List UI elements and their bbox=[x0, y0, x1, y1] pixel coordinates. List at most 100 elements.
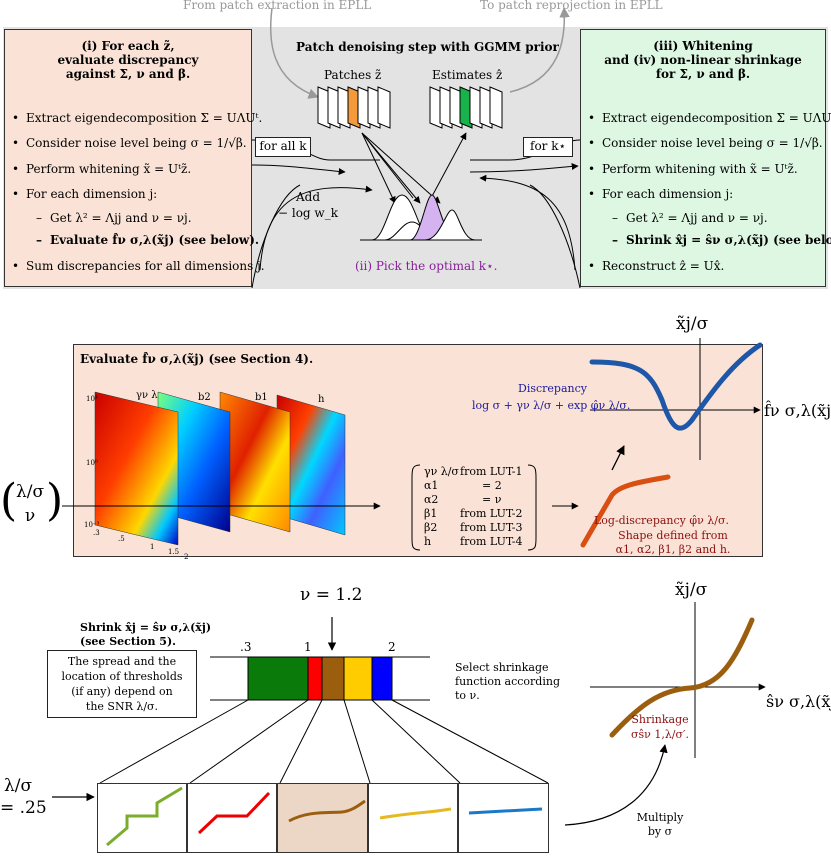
param-name: β1 bbox=[424, 507, 438, 520]
estimates-label: Estimates ẑ bbox=[432, 68, 503, 82]
left-step: Extract eigendecomposition Σ = UΛUᵗ. bbox=[12, 111, 262, 126]
bar-segment-red bbox=[307, 656, 323, 701]
lut-label-gamma: γν λ bbox=[136, 390, 158, 401]
shrink-fn-hard-steps bbox=[106, 786, 183, 847]
select-label-3: to ν. bbox=[455, 689, 480, 702]
patch-stack bbox=[317, 86, 391, 129]
estimate-stack bbox=[429, 86, 503, 129]
right-step: Perform whitening with x̃ = Uᵗz̃. bbox=[588, 162, 798, 177]
right-substep: Shrink x̂j = ŝν σ,λ(x̃j) (see below). bbox=[612, 233, 831, 248]
right-title-2: and (iv) non-linear shrinkage bbox=[604, 53, 802, 67]
param-list: γν λ/σ from LUT-1 α1 = 2 α2 = ν β1 from … bbox=[420, 464, 535, 552]
evaluate-title: Evaluate f̂ν σ,λ(x̃j) (see Section 4). bbox=[80, 352, 314, 366]
axis-tick: 10⁰ bbox=[86, 459, 98, 467]
axis-tick: 10⁻³ bbox=[84, 521, 100, 529]
shrinkage-cell bbox=[187, 783, 277, 853]
input-paren-right: ) bbox=[46, 475, 64, 526]
bar-tick: .3 bbox=[240, 640, 252, 654]
bar-segment-blue bbox=[371, 656, 393, 701]
shrinkage-formula: σŝν 1,λ/σ′. bbox=[630, 728, 689, 741]
select-label-2: function according bbox=[455, 675, 560, 688]
left-step: Perform whitening x̃ = Uᵗz̃. bbox=[12, 162, 191, 177]
shrink-fn-brown bbox=[288, 799, 366, 823]
right-substep: Get λ² = Λjj and ν = νj. bbox=[612, 211, 768, 226]
bar-segment-brown bbox=[321, 656, 345, 701]
shrink-input-value: = .25 bbox=[0, 798, 47, 818]
param-source: from LUT-4 bbox=[460, 535, 523, 548]
add-label: Add bbox=[296, 190, 321, 204]
left-title-1: (i) For each z̃, bbox=[81, 39, 175, 53]
for-k-star-box: for k⋆ bbox=[523, 137, 573, 157]
param-source: = ν bbox=[482, 493, 502, 506]
axis-tick: .5 bbox=[118, 535, 125, 543]
left-step: Sum discrepancies for all dimensions j. bbox=[12, 259, 265, 274]
shrinkage-cell bbox=[458, 783, 549, 853]
input-vector: ( λ/σ ν ) bbox=[0, 472, 64, 534]
spread-line: (if any) depend on bbox=[71, 685, 173, 698]
shrink-x-axis-label: ŝν σ,λ(x̃j) bbox=[766, 692, 831, 711]
discrepancy-formula: log σ + γν λ/σ + exp φ̂ν λ/σ. bbox=[472, 399, 631, 412]
lut-label-b2: b2 bbox=[198, 392, 211, 403]
shrink-fn-blue bbox=[468, 807, 543, 815]
left-title-2: evaluate discrepancy bbox=[57, 53, 199, 67]
logdisc-params: α1, α2, β1, β2 and h. bbox=[615, 543, 731, 556]
top-diagram-svg bbox=[251, 6, 581, 289]
param-source: from LUT-3 bbox=[460, 521, 523, 534]
logdisc-label: Log-discrepancy φ̂ν λ/σ. bbox=[594, 514, 729, 527]
shrinkage-label: Shrinkage bbox=[631, 713, 689, 726]
shrink-fn-yellow bbox=[379, 807, 452, 820]
shrinkage-cells bbox=[97, 783, 549, 853]
spread-line: location of thresholds bbox=[61, 670, 183, 683]
axis-tick: 2 bbox=[184, 553, 189, 561]
input-paren-left: ( bbox=[0, 475, 18, 526]
from-extraction-label: From patch extraction in EPLL bbox=[183, 0, 372, 12]
bar-tick: 1 bbox=[304, 640, 312, 654]
lut-label-h: h bbox=[318, 394, 325, 405]
axis-tick: 1.5 bbox=[168, 548, 180, 556]
axis-tick: .3 bbox=[93, 529, 100, 537]
left-step: For each dimension j: bbox=[12, 187, 157, 202]
param-name: α2 bbox=[424, 493, 439, 506]
center-title: Patch denoising step with GGMM prior bbox=[296, 40, 559, 54]
left-substep: Evaluate f̂ν σ,λ(x̃j) (see below). bbox=[36, 233, 259, 248]
bar-tick: 2 bbox=[388, 640, 396, 654]
axis-tick: 10³ bbox=[86, 395, 98, 403]
pick-optimal-label: (ii) Pick the optimal k⋆. bbox=[355, 259, 498, 273]
shrink-fn-hard-threshold bbox=[197, 791, 271, 835]
right-step: For each dimension j: bbox=[588, 187, 733, 202]
param-name: γν λ/σ bbox=[424, 465, 459, 478]
evaluate-x-axis-label: f̂ν σ,λ(x̃j) bbox=[764, 401, 831, 420]
param-source: = 2 bbox=[482, 479, 502, 492]
multiply-by-sigma: by σ bbox=[647, 825, 673, 838]
input-lambda-sigma: λ/σ bbox=[15, 482, 45, 502]
param-source: from LUT-2 bbox=[460, 507, 523, 520]
discrepancy-label: Discrepancy bbox=[518, 382, 587, 395]
param-source: from LUT-1 bbox=[460, 465, 523, 478]
evaluate-y-axis-label: x̃j/σ bbox=[676, 314, 709, 334]
param-name: h bbox=[424, 535, 432, 548]
right-step: Reconstruct ẑ = Ux̂. bbox=[588, 259, 724, 274]
right-title-1: (iii) Whitening bbox=[653, 39, 753, 53]
shrink-y-axis-label: x̃j/σ bbox=[675, 580, 708, 600]
shrink-title-2: (see Section 5). bbox=[80, 635, 176, 648]
bar-segment-green bbox=[247, 656, 309, 701]
param-name: β2 bbox=[424, 521, 438, 534]
spread-line: The spread and the bbox=[67, 655, 177, 668]
to-reprojection-label: To patch reprojection in EPLL bbox=[480, 0, 663, 12]
right-step: Extract eigendecomposition Σ = UΛUᵗ. bbox=[588, 111, 831, 126]
lut-label-b1: b1 bbox=[255, 392, 268, 403]
right-title-3: for Σ, ν and β. bbox=[655, 67, 751, 81]
axis-tick: 1 bbox=[150, 543, 155, 551]
patches-label: Patches z̃ bbox=[324, 68, 382, 82]
nu-label: ν = 1.2 bbox=[300, 585, 363, 605]
param-name: α1 bbox=[424, 479, 439, 492]
shrink-input-lambda: λ/σ bbox=[4, 776, 33, 796]
spread-note-box: The spread and the location of threshold… bbox=[47, 650, 197, 718]
gmm-gaussians bbox=[360, 194, 482, 241]
input-nu: ν bbox=[24, 506, 36, 526]
left-title-3: against Σ, ν and β. bbox=[65, 67, 191, 81]
bar-segment-yellow bbox=[343, 656, 373, 701]
left-step: Consider noise level being σ = 1/√β. bbox=[12, 136, 247, 151]
shrink-title-1: Shrink x̂j = ŝν σ,λ(x̃j) bbox=[80, 621, 212, 634]
logdisc-shape: Shape defined from bbox=[618, 529, 728, 542]
